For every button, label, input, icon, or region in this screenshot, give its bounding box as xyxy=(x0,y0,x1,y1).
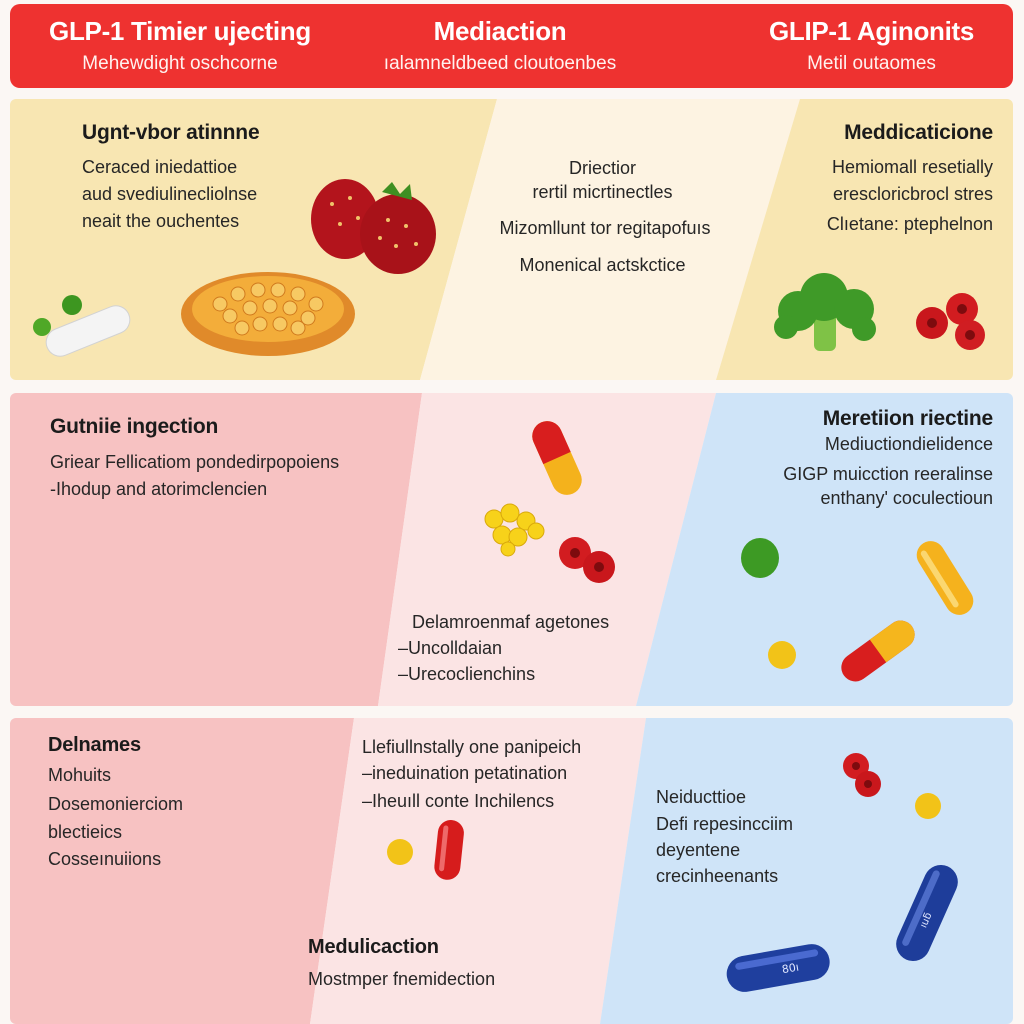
row-2-middle-heading: Delamroenmaf agetones xyxy=(412,612,610,632)
pea-icon xyxy=(741,538,779,578)
row-3-panel: Delnames Mohuits Dosemonierciom blectiei… xyxy=(10,718,1013,1024)
header-title-3: GLIP-1 Aginonits xyxy=(768,16,975,46)
header-title-1: GLP-1 Timier ujecting xyxy=(49,16,311,46)
tomato-icon xyxy=(559,537,615,583)
row-2-left-line-1: Griear Fellicatiom pondedirpopoiens xyxy=(50,452,340,472)
row-3-right-line-1: Neiducttioe xyxy=(656,787,747,807)
row-2-middle-line-2: –Urecoclienchins xyxy=(398,664,536,684)
row-1-middle-line-1: Driectior xyxy=(568,158,636,178)
pill-icon xyxy=(33,295,131,357)
row-2-panel: Gutniie ingection Griear Fellicatiom pon… xyxy=(10,393,1013,706)
row-3-middle-line-3: –Iheuıll conte Inchilencs xyxy=(362,791,555,811)
pea-icon xyxy=(768,641,796,669)
row-3-left-heading: Delnames xyxy=(48,734,141,756)
row-3-left-line-1: Mohuits xyxy=(48,765,112,785)
row-1-middle-line-3: Mizomllunt tor regitapofuıs xyxy=(499,218,711,238)
row-2-background xyxy=(10,393,1013,706)
row-2-right-line-1: Mediuctiondielidence xyxy=(824,434,993,454)
row-1-middle-line-2: rertil micrtinectles xyxy=(532,182,673,202)
header-banner: GLP-1 Timier ujecting Mehewdight oschcor… xyxy=(10,4,1013,88)
header-col-2: Mediaction ıalamneldbeed cloutoenbes xyxy=(350,4,650,75)
row-3-middle-bottom-heading: Medulicaction xyxy=(308,936,439,958)
capsule-icon: 80ı xyxy=(726,944,830,992)
row-2-right-heading: Meretiion riectine xyxy=(822,407,993,430)
row-2-middle-line-1: –Uncolldaian xyxy=(398,638,503,658)
row-2-left-heading: Gutniie ingection xyxy=(50,415,219,438)
broccoli-icon xyxy=(774,273,876,351)
row-2-right-line-2: GIGP muicction reeralinse xyxy=(783,464,993,484)
pea-icon xyxy=(387,839,413,865)
row-1-left-line-3: neait the ouchentes xyxy=(82,211,240,231)
row-3-left-line-3: blectieics xyxy=(48,822,123,842)
header-col-1: GLP-1 Timier ujecting Mehewdight oschcor… xyxy=(10,4,350,75)
header-subtitle-3: Metil outaomes xyxy=(807,53,936,74)
pizza-icon xyxy=(181,272,355,356)
header-title-2: Mediaction xyxy=(433,16,567,46)
row-3-middle-line-2: –ineduination petatination xyxy=(362,763,568,783)
row-1-middle-line-4: Monenical actskctice xyxy=(519,255,686,275)
capsule-icon: ıuƃ xyxy=(896,864,958,962)
row-3-left-line-2: Dosemonierciom xyxy=(48,794,184,814)
row-1-right-line-2: erescloricbrocl stres xyxy=(832,184,993,204)
row-1-right-heading: Meddicaticione xyxy=(844,121,993,144)
capsule-icon xyxy=(841,620,915,682)
corn-icon xyxy=(484,503,545,557)
row-1-left-line-2: aud svediulinecliolnse xyxy=(82,184,258,204)
header-col-3: GLIP-1 Aginonits Metil outaomes xyxy=(730,4,1013,75)
row-3-right-line-3: deyentene xyxy=(656,840,741,860)
header-subtitle-2: ıalamneldbeed cloutoenbes xyxy=(383,53,617,74)
row-1-right-line-1: Hemiomall resetially xyxy=(831,157,993,177)
pill-label-2: 80ı xyxy=(781,960,800,976)
row-1-panel: Ugnt-vbor atinnne Ceraced iniedattioe au… xyxy=(10,99,1013,380)
row-3-middle-bottom-line-1: Mostmper fnemidection xyxy=(308,969,496,989)
row-2-right-line-3: enthany' coculectioun xyxy=(820,488,993,508)
row-3-right-line-2: Defi repesincciim xyxy=(656,814,794,834)
capsule-icon xyxy=(532,421,582,495)
row-2-left-line-2: -Ihodup and atorimclencien xyxy=(50,479,268,499)
row-1-left-heading: Ugnt-vbor atinnne xyxy=(82,121,260,144)
pea-icon xyxy=(915,793,941,819)
capsule-icon xyxy=(434,819,464,880)
tomato-icon xyxy=(843,753,881,797)
row-3-middle-line-1: Llefiullnstally one panipeich xyxy=(362,737,582,757)
header-subtitle-1: Mehewdight oschcorne xyxy=(82,53,278,74)
tomato-icon xyxy=(916,293,985,350)
row-3-right-line-4: crecinheenants xyxy=(656,866,779,886)
row-1-left-line-1: Ceraced iniedattioe xyxy=(82,157,238,177)
row-1-right-line-3: Clıetane: ptephelnon xyxy=(826,214,993,234)
strawberry-icon xyxy=(311,179,436,274)
row-3-left-line-4: Cosseınuiions xyxy=(48,849,162,869)
capsule-icon xyxy=(916,541,974,615)
